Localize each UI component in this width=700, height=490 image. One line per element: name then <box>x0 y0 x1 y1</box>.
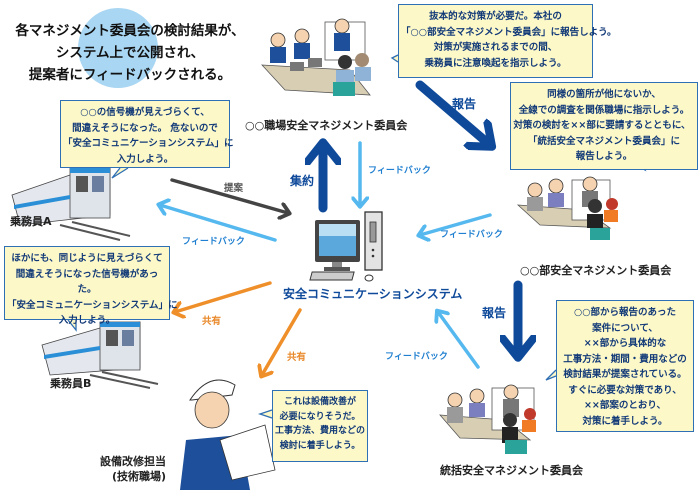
bubble-line: ××部案のとおり、 <box>583 400 667 411</box>
train-a-illustration <box>11 167 131 241</box>
facility-worker-illustration <box>180 379 276 490</box>
bubble-line: 報告しよう。 <box>575 151 633 162</box>
label-feedback-workplace: フィードバック <box>368 166 431 176</box>
bubble-line: 対策の検討を××部に要請するとともに、 <box>513 120 691 131</box>
bubble-line: 間違えそうになった信号機があった。 <box>15 268 159 296</box>
headline-line: システム上で公開され、 <box>55 45 205 61</box>
bubble-tail <box>390 54 399 63</box>
label-proposal: 提案 <box>224 183 244 194</box>
bubble-line: 対策に着手しよう。 <box>582 415 668 427</box>
bubble-line: 「統括安全マネジメント委員会」に <box>527 135 680 147</box>
headline: 各マネジメント委員会の検討結果が、 システム上で公開され、 提案者にフィードバッ… <box>0 20 260 86</box>
computer-icon <box>309 211 383 282</box>
bubble-line: ○○の信号機が見えづらくて、 <box>80 107 210 118</box>
bubble-line: 必要になりそうだ。 <box>279 411 361 422</box>
label-crew-b: 乗務員B <box>50 377 92 390</box>
label-general-committee: 統括安全マネジメント委員会 <box>440 464 583 477</box>
label-report-2: 報告 <box>482 306 507 320</box>
bubble-line: すぐに必要な対策であり、 <box>568 384 682 396</box>
bubble-line: これは設備改善が <box>283 397 356 407</box>
bubble-line: 入力しよう。 <box>58 315 116 326</box>
train-b-illustration <box>41 321 159 389</box>
bubble-tail <box>111 167 129 179</box>
bubble-line: ××部から具体的な <box>583 338 667 349</box>
arrow-share-crew-b <box>175 281 272 312</box>
headline-line: 各マネジメント委員会の検討結果が、 <box>15 23 245 39</box>
bubble-tail <box>545 369 557 381</box>
bubble-line: 検討に着手しよう。 <box>279 440 361 451</box>
bubble-line: 「安全コミュニケーションシステム」に <box>7 299 178 311</box>
label-feedback-dept: フィードバック <box>440 230 503 240</box>
label-share-crew-b: 共有 <box>202 316 222 327</box>
bubble-line: 同様の箇所が他にないか、 <box>547 89 661 100</box>
dept-meeting-illustration <box>516 176 618 240</box>
bubble-tail <box>257 409 273 419</box>
bubble-line: 抜本的な対策が必要だ。本社の <box>429 11 562 22</box>
arrow-feedback-dept <box>420 213 492 235</box>
arrow-feedback-general <box>438 312 480 369</box>
bubble-dept: 同様の箇所が他にないか、 全線での調査を関係職場に指示しよう。 対策の検討を××… <box>510 82 698 170</box>
label-aggregate: 集約 <box>290 174 315 188</box>
headline-highlight <box>78 8 158 88</box>
arrow-proposal <box>170 178 288 213</box>
bubble-line: 間違えそうになった。 危ないので <box>72 122 218 134</box>
bubble-line: 全線での調査を関係職場に指示しよう。 <box>518 104 690 116</box>
bubble-line: 工事方法・期間・費用などの <box>563 353 687 365</box>
bubble-tail <box>67 319 77 332</box>
bubble-line: 「○○部安全マネジメント委員会」に報告しよう。 <box>401 26 617 38</box>
bubble-line: ○○部から報告のあった <box>573 307 677 318</box>
label-facility-staff: 設備改修担当 (技術職場) <box>100 454 166 484</box>
label-crew-a: 乗務員A <box>10 215 52 228</box>
label-share-facility: 共有 <box>287 352 307 363</box>
bubble-line: 検討結果が提案されている。 <box>563 369 687 380</box>
bubble-crew-b: ほかにも、同じように見えづらくて 間違えそうになった信号機があった。 「安全コミ… <box>4 246 178 326</box>
headline-line: 提案者にフィードバックされる。 <box>28 67 232 83</box>
workplace-meeting-illustration <box>261 18 371 96</box>
arrow-report-1 <box>415 80 490 145</box>
label-report-1: 報告 <box>452 97 477 111</box>
label-dept-committee: ○○部安全マネジメント委員会 <box>520 264 672 277</box>
bubble-line: 対策が実施されるまでの間、 <box>433 42 558 53</box>
label-facility-line: (技術職場) <box>111 470 166 483</box>
bubble-general: ○○部から報告のあった 案件について、 ××部から具体的な 工事方法・期間・費用… <box>556 300 694 432</box>
label-system: 安全コミュニケーションシステム <box>283 287 463 301</box>
label-facility-line: 設備改修担当 <box>100 455 166 468</box>
bubble-line: ほかにも、同じように見えづらくて <box>11 253 163 264</box>
arrow-feedback-crew-a <box>160 205 277 242</box>
bubble-line: 入力しよう。 <box>116 153 174 165</box>
general-meeting-illustration <box>439 384 536 454</box>
bubble-line: 乗務員に注意喚起を指示しよう。 <box>424 57 567 69</box>
label-feedback-crew-a: フィードバック <box>182 237 245 247</box>
bubble-line: 工事方法、費用などの <box>275 426 366 436</box>
bubble-crew-a: ○○の信号機が見えづらくて、 間違えそうになった。 危ないので 「安全コミュニケ… <box>60 100 234 168</box>
label-feedback-general: フィードバック <box>385 352 448 362</box>
arrow-share-facility <box>262 308 302 375</box>
bubble-line: 案件について、 <box>592 322 658 334</box>
bubble-facility: これは設備改善が 必要になりそうだ。 工事方法、費用などの 検討に着手しよう。 <box>272 390 368 462</box>
bubble-workplace: 抜本的な対策が必要だ。本社の 「○○部安全マネジメント委員会」に報告しよう。 対… <box>398 4 617 78</box>
label-workplace-committee: ○○職場安全マネジメント委員会 <box>245 119 408 132</box>
bubble-line: 「安全コミュニケーションシステム」に <box>63 138 234 149</box>
